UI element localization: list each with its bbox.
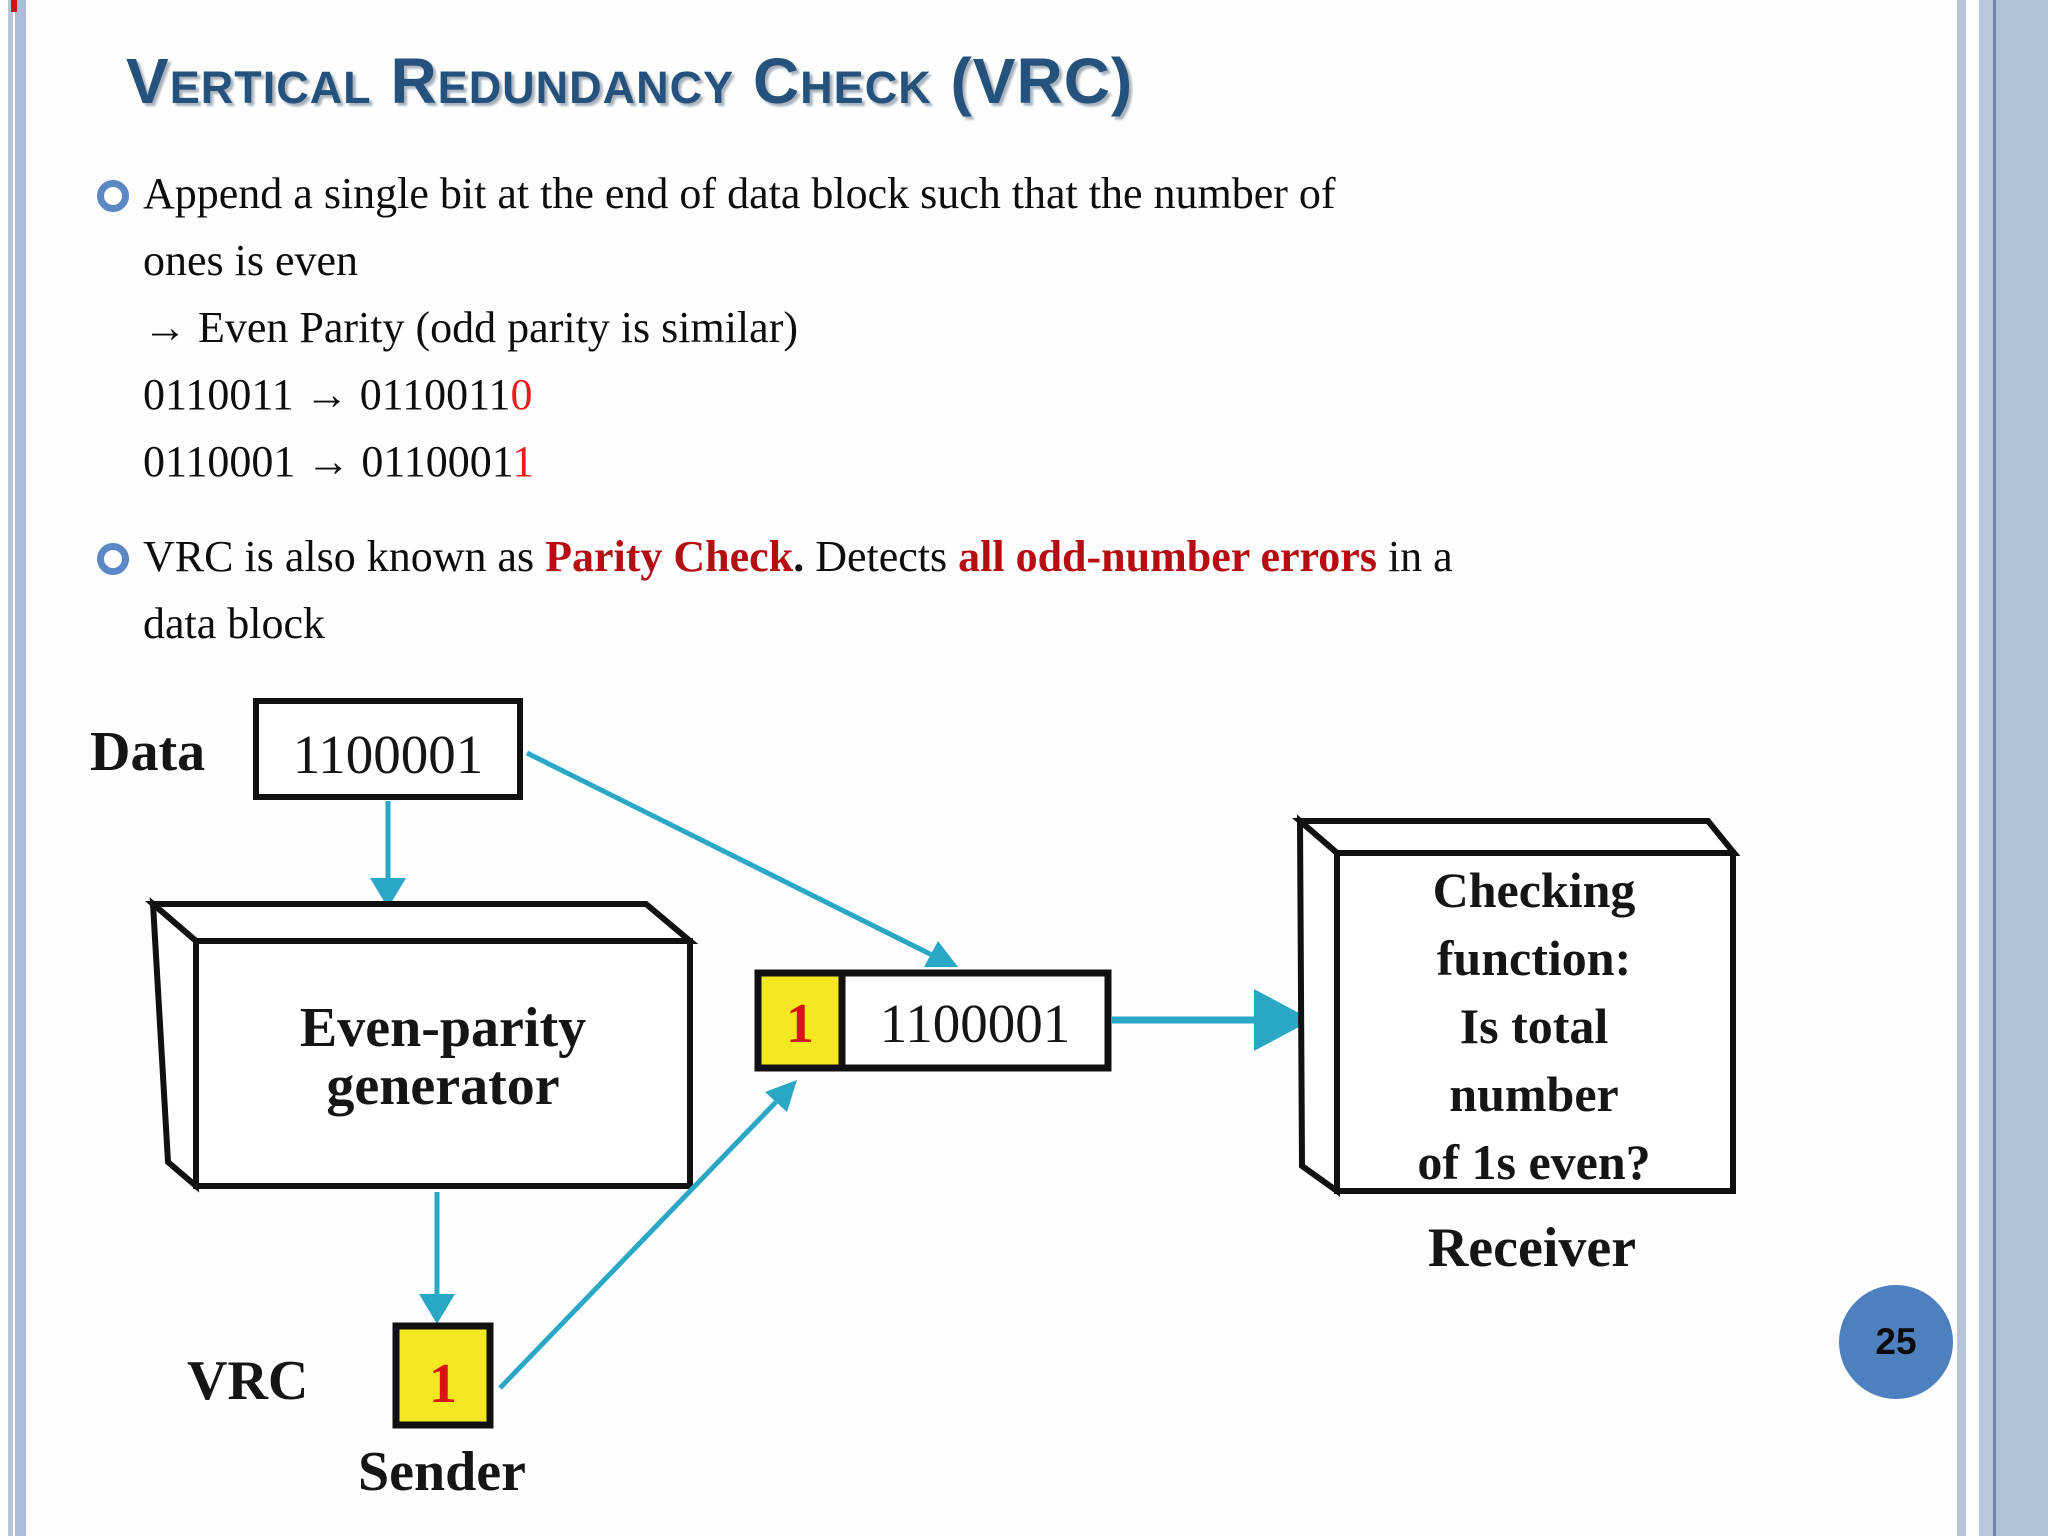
- right-border-line-dark: [1993, 0, 1996, 1536]
- generator-box-left-face: [149, 897, 199, 1193]
- left-border-bar-wide: [15, 0, 26, 1536]
- bullet-2-line-2: data block: [143, 599, 326, 648]
- bullet-2: VRC is also known as Parity Check. Detec…: [143, 523, 1453, 657]
- data-label: Data: [90, 721, 205, 783]
- checker-line-2: function:: [1437, 930, 1631, 986]
- checker-box-left-face: [1296, 814, 1340, 1197]
- bullet-1-bits-example-2: 0110001 → 01100011: [143, 428, 1336, 495]
- page-number-badge: 25: [1839, 1285, 1953, 1399]
- red-corner-mark: [11, 0, 17, 12]
- bullet-1-bits-example-1: 0110011 → 01100110: [143, 361, 1336, 428]
- bits2-arrow: →: [306, 437, 362, 486]
- sender-label: Sender: [358, 1441, 526, 1503]
- slide-title: Vertical Redundancy Check (VRC): [126, 45, 1134, 117]
- checker-line-5: of 1s even?: [1417, 1134, 1650, 1190]
- b2-text-3: in a: [1376, 532, 1453, 581]
- bullet-1-line-1: Append a single bit at the end of data b…: [143, 169, 1336, 218]
- bullet-1: Append a single bit at the end of data b…: [143, 160, 1336, 495]
- b2-parity-check-emphasis: Parity Check: [545, 532, 794, 581]
- b2-period: .: [793, 532, 816, 581]
- bits1-arrow: →: [304, 370, 360, 419]
- arrow-data-to-frame: [525, 750, 936, 959]
- generator-label-line-1: Even-parity: [300, 997, 586, 1059]
- right-border-bar-thin: [1957, 0, 1966, 1536]
- generator-box: [193, 938, 693, 1189]
- checker-box-top-face: [1291, 818, 1741, 856]
- vrc-parity-box: [392, 1322, 494, 1429]
- arrowhead-icon: [765, 1080, 797, 1112]
- arrow-vrc-to-frame: [498, 1100, 778, 1390]
- bits1-result: 0110011: [359, 370, 511, 419]
- checker-line-3: Is total: [1460, 998, 1609, 1054]
- page-number: 25: [1875, 1321, 1917, 1362]
- bits1-source: 0110011: [143, 370, 305, 419]
- b2-text-1: VRC is also known as: [143, 532, 546, 581]
- frame-data-cell: [838, 969, 1112, 1072]
- frame-parity-cell: [754, 969, 846, 1072]
- receiver-label: Receiver: [1428, 1217, 1636, 1279]
- right-border-panel-outer: [1996, 0, 2048, 1536]
- b2-odd-errors-emphasis: all odd-number errors: [958, 532, 1377, 581]
- frame-bits-value: 1100001: [880, 993, 1070, 1054]
- bullet-1-line-3: → Even Parity (odd parity is similar): [143, 303, 798, 352]
- bullet-icon: [97, 543, 129, 575]
- bits1-parity-bit: 0: [510, 370, 533, 419]
- b2-text-2: Detects: [815, 532, 959, 581]
- bits2-source: 0110001: [143, 437, 307, 486]
- generator-label-line-2: generator: [326, 1055, 559, 1117]
- left-border-bar-thin: [8, 0, 13, 1536]
- checker-line-1: Checking: [1433, 862, 1636, 918]
- bullet-1-line-2: ones is even: [143, 236, 359, 285]
- arrowhead-icon: [924, 941, 958, 967]
- arrowhead-icon: [419, 1294, 455, 1324]
- data-bits-box: [253, 698, 523, 800]
- bullet-2-line-1: VRC is also known as Parity Check. Detec…: [143, 523, 1453, 590]
- vrc-parity-bit: 1: [429, 1353, 457, 1415]
- frame-parity-bit: 1: [786, 993, 814, 1055]
- checker-line-4: number: [1449, 1066, 1618, 1122]
- arrowhead-icon: [370, 878, 406, 908]
- bits2-result: 0110001: [361, 437, 513, 486]
- generator-box-top-face: [144, 901, 699, 944]
- checker-box: [1334, 850, 1736, 1194]
- arrowhead-icon: [1254, 989, 1312, 1051]
- vrc-label: VRC: [187, 1350, 308, 1412]
- data-bits-value: 1100001: [293, 724, 483, 785]
- bullet-icon: [97, 180, 129, 212]
- bits2-parity-bit: 1: [512, 437, 535, 486]
